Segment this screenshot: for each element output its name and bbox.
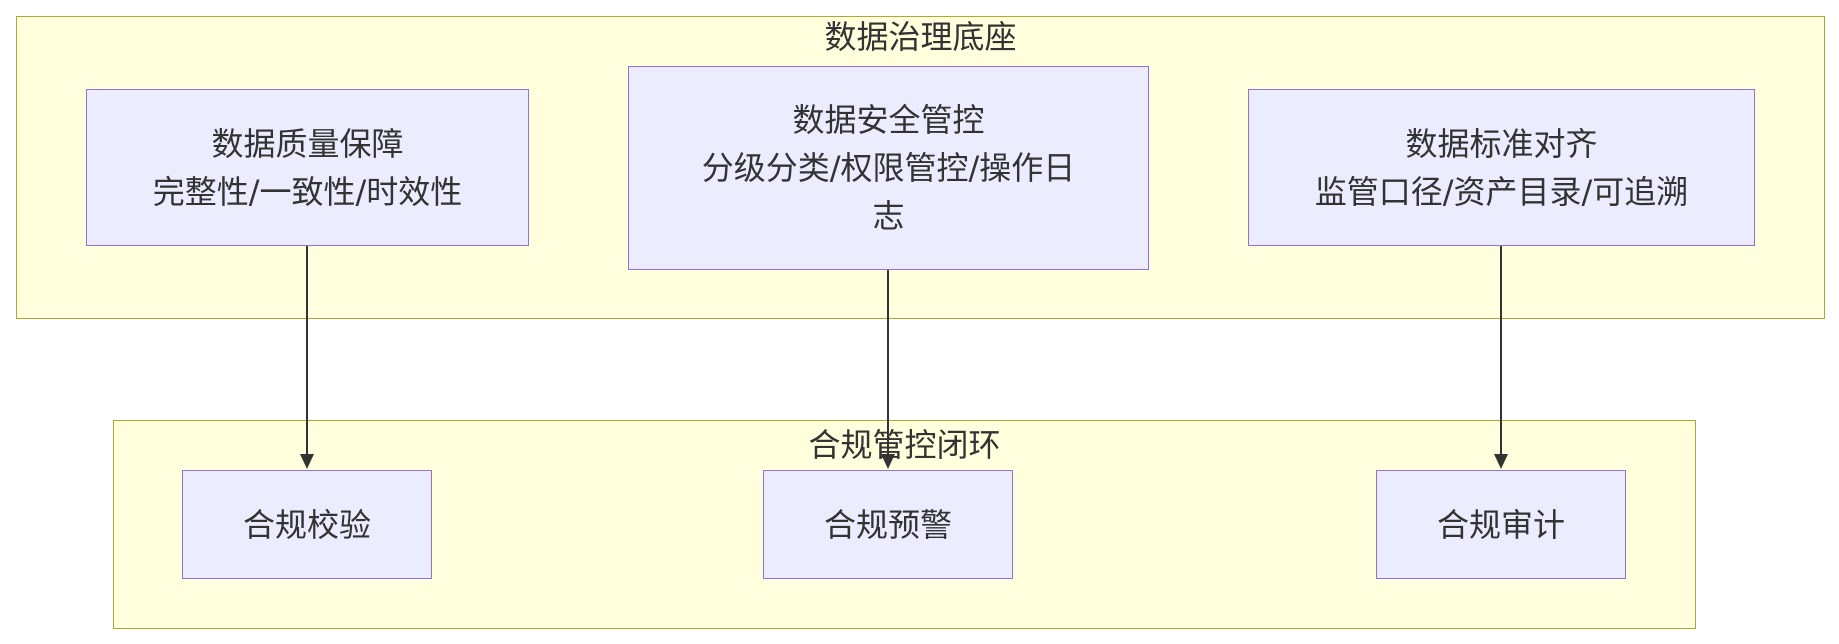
arrowhead-security-to-warning: [881, 454, 895, 469]
arrowhead-standard-to-audit: [1494, 454, 1508, 469]
node-data-standard-detail: 监管口径/资产目录/可追溯: [1314, 172, 1689, 211]
node-compliance-audit-label: 合规审计: [1436, 505, 1565, 544]
cluster-title-compliance: 合规管控闭环: [808, 426, 1001, 464]
node-data-security-detail-wrap: 志: [872, 197, 905, 235]
node-data-quality[interactable]: 数据质量保障 完整性/一致性/时效性: [86, 89, 529, 246]
cluster-title-foundation: 数据治理底座: [824, 18, 1017, 56]
node-data-quality-title: 数据质量保障: [211, 124, 404, 163]
node-compliance-audit[interactable]: 合规审计: [1376, 470, 1626, 579]
node-data-quality-detail: 完整性/一致性/时效性: [152, 172, 463, 211]
node-compliance-check[interactable]: 合规校验: [182, 470, 432, 579]
node-data-security-title: 数据安全管控: [792, 101, 985, 139]
node-compliance-check-label: 合规校验: [242, 505, 371, 544]
node-data-security[interactable]: 数据安全管控 分级分类/权限管控/操作日 志: [628, 66, 1149, 270]
node-data-security-detail: 分级分类/权限管控/操作日: [701, 149, 1076, 187]
node-data-standard[interactable]: 数据标准对齐 监管口径/资产目录/可追溯: [1248, 89, 1755, 246]
arrowhead-quality-to-check: [300, 454, 314, 469]
node-data-standard-title: 数据标准对齐: [1405, 124, 1598, 163]
node-compliance-warning-label: 合规预警: [823, 505, 952, 544]
node-compliance-warning[interactable]: 合规预警: [763, 470, 1013, 579]
